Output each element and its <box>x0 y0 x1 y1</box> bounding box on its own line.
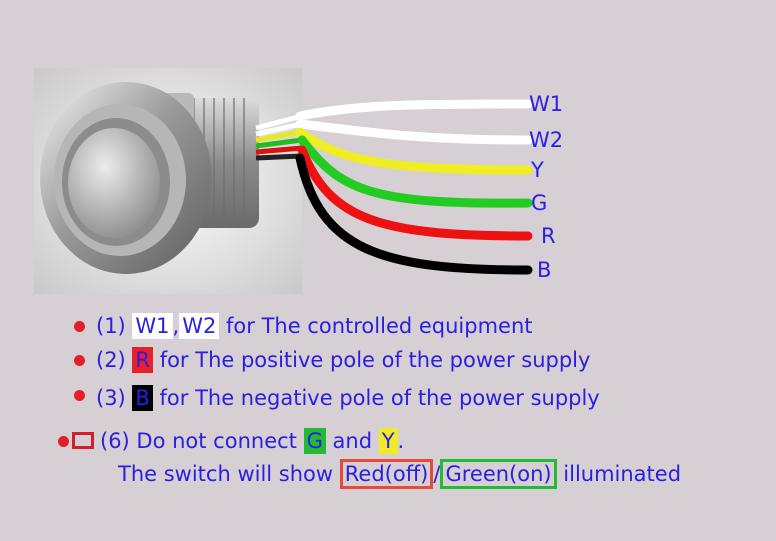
wire-w2 <box>295 119 533 145</box>
note-2-prefix: (2) <box>96 348 133 372</box>
note-6-suffix: illuminated <box>556 462 682 486</box>
note-6-line-2: The switch will show Red(off)/Green(on) … <box>118 459 682 489</box>
label-g: G <box>303 428 326 454</box>
wire-label-w2: W2 <box>529 128 564 152</box>
wire-b <box>295 153 533 275</box>
note-3-prefix: (3) <box>96 386 133 410</box>
note-3-text: for The negative pole of the power suppl… <box>152 386 600 410</box>
bullet-dot <box>74 355 85 366</box>
wire-label-b: B <box>537 258 552 282</box>
wire-g <box>297 135 533 208</box>
wire-label-r: R <box>541 224 556 248</box>
note-6-end: . <box>397 429 405 453</box>
note-2-text: for The positive pole of the power suppl… <box>153 348 591 372</box>
note-1-prefix: (1) <box>96 314 133 338</box>
wire-y <box>295 127 533 175</box>
green-on-box: Green(on) <box>440 459 557 489</box>
note-1-text: for The controlled equipment <box>219 314 533 338</box>
note-6-prefix: (6) Do not connect <box>100 429 304 453</box>
note-6-line2-prefix: The switch will show <box>118 462 340 486</box>
label-r: R <box>132 347 154 373</box>
note-1-sep: , <box>172 314 180 338</box>
note-6-slash: / <box>433 462 441 486</box>
note-1: (1) W1,W2 for The controlled equipment <box>96 313 533 339</box>
wire-label-w1: W1 <box>529 92 564 116</box>
bullet-dot <box>74 321 85 332</box>
square-icon <box>72 432 94 449</box>
red-off-box: Red(off) <box>339 459 434 489</box>
label-y: Y <box>378 428 398 454</box>
bullet-dot <box>58 436 69 447</box>
note-6-and: and <box>325 429 379 453</box>
note-2: (2) R for The positive pole of the power… <box>96 347 591 373</box>
wire-diagram <box>295 99 533 275</box>
label-w2: W2 <box>179 313 220 339</box>
push-button-switch-photo <box>34 68 302 294</box>
note-6: (6) Do not connect G and Y. <box>100 428 405 454</box>
wire-label-g: G <box>531 191 548 215</box>
wire-label-y: Y <box>531 158 544 182</box>
wire-w1 <box>295 99 533 121</box>
wire-r <box>297 145 533 241</box>
label-b: B <box>132 385 153 411</box>
label-w1: W1 <box>132 313 173 339</box>
bullet-dot <box>74 390 85 401</box>
note-3: (3) B for The negative pole of the power… <box>96 385 600 411</box>
